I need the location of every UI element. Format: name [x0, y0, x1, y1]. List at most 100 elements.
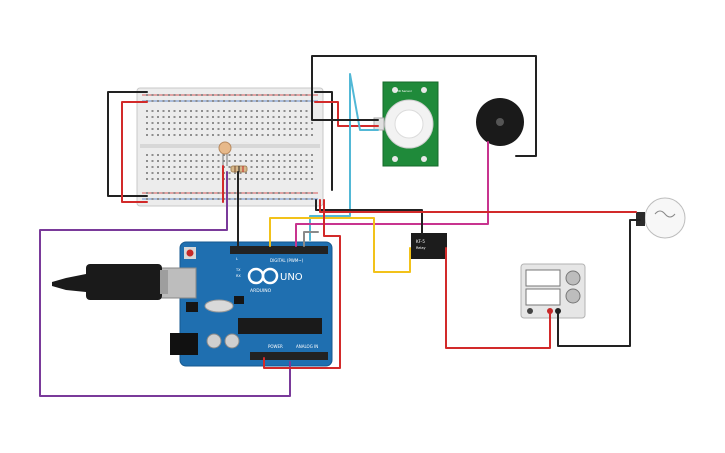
breadboard-hole: [278, 154, 280, 156]
breadboard-hole: [283, 116, 286, 118]
breadboard-hole: [245, 94, 247, 96]
breadboard-hole: [162, 178, 165, 180]
wire-magenta-buzzer[interactable]: [295, 141, 489, 247]
breadboard-hole: [179, 100, 181, 102]
breadboard-hole: [311, 198, 313, 200]
breadboard-hole: [289, 128, 291, 130]
wire-red-rail-left[interactable]: [121, 101, 148, 203]
breadboard-hole: [239, 134, 242, 136]
breadboard-hole: [201, 116, 203, 118]
breadboard-hole: [300, 172, 302, 174]
breadboard-hole: [157, 94, 159, 96]
breadboard-hole: [168, 128, 170, 130]
breadboard-hole: [162, 192, 165, 194]
breadboard-hole: [146, 178, 148, 180]
breadboard-hole: [184, 178, 187, 180]
light-bulb[interactable]: [636, 197, 686, 239]
wire-black-bulb-supply[interactable]: [557, 219, 641, 347]
breadboard-hole: [256, 192, 258, 194]
wire-black-relay-ground[interactable]: [315, 199, 423, 235]
power-supply[interactable]: [520, 263, 586, 319]
breadboard-hole: [250, 198, 253, 200]
wire-red-bulb[interactable]: [319, 199, 637, 213]
breadboard-hole: [283, 134, 286, 136]
breadboard-hole: [267, 116, 269, 118]
pir-sensor[interactable]: PIR Sensor: [373, 81, 439, 167]
breadboard-hole: [283, 192, 286, 194]
breadboard-hole: [245, 192, 247, 194]
breadboard-hole: [245, 154, 247, 156]
analog-label: ANALOG IN: [296, 344, 318, 349]
breadboard-hole: [305, 166, 308, 168]
breadboard-hole: [173, 198, 176, 200]
breadboard-hole: [179, 178, 181, 180]
breadboard-hole: [311, 154, 313, 156]
breadboard-hole: [294, 160, 297, 162]
breadboard-hole: [146, 172, 148, 174]
breadboard-hole: [162, 110, 165, 112]
breadboard-hole: [212, 192, 214, 194]
breadboard-hole: [267, 100, 269, 102]
breadboard-hole: [223, 122, 225, 124]
breadboard-hole: [278, 198, 280, 200]
photoresistor[interactable]: [218, 141, 232, 166]
wire-red-rail-right[interactable]: [314, 101, 379, 127]
breadboard-hole: [239, 178, 242, 180]
breadboard-hole: [151, 122, 154, 124]
breadboard-hole: [261, 192, 264, 194]
breadboard-hole: [184, 172, 187, 174]
breadboard-hole: [311, 134, 313, 136]
wire-cyan-pir-signal[interactable]: [309, 73, 379, 241]
usb-cable[interactable]: [52, 264, 168, 300]
breadboard-hole: [146, 154, 148, 156]
breadboard-hole: [195, 116, 198, 118]
arduino-uno[interactable]: UNO ARDUINO DIGITAL (PWM~) POWER ANALOG …: [159, 241, 333, 367]
breadboard-hole: [261, 94, 264, 96]
pir-label: PIR Sensor: [396, 89, 413, 93]
wire-red-arduino-power[interactable]: [263, 199, 341, 369]
breadboard-hole: [162, 134, 165, 136]
breadboard-hole: [245, 116, 247, 118]
relay[interactable]: KF-5 Relay: [411, 233, 447, 259]
breadboard-hole: [300, 154, 302, 156]
breadboard-hole: [261, 154, 264, 156]
breadboard-hole: [311, 160, 313, 162]
piezo-buzzer[interactable]: [476, 98, 524, 146]
wire-yellow-relay[interactable]: [269, 217, 411, 273]
resistor[interactable]: [230, 165, 248, 173]
breadboard-hole: [267, 178, 269, 180]
breadboard-hole: [305, 100, 308, 102]
tx-label: TX: [235, 268, 241, 272]
breadboard-hole: [190, 116, 192, 118]
breadboard-hole: [278, 160, 280, 162]
wire-purple-sensor[interactable]: [39, 171, 291, 397]
breadboard-hole: [151, 100, 154, 102]
breadboard-hole: [272, 192, 275, 194]
wire-black-rail-right[interactable]: [314, 91, 333, 191]
wire-black-rail-left[interactable]: [107, 91, 148, 197]
breadboard-hole: [256, 198, 258, 200]
breadboard-hole: [305, 94, 308, 96]
breadboard-hole: [179, 198, 181, 200]
wire-red-relay-supply[interactable]: [445, 247, 551, 349]
breadboard-hole: [217, 94, 220, 96]
breadboard-hole: [267, 134, 269, 136]
breadboard-hole: [267, 94, 269, 96]
wire-gray-short[interactable]: [303, 231, 319, 247]
wire-black-top-loop[interactable]: [311, 55, 537, 157]
breadboard-hole: [157, 192, 159, 194]
breadboard-hole: [162, 166, 165, 168]
breadboard-hole: [190, 172, 192, 174]
breadboard-hole: [168, 198, 170, 200]
breadboard-hole: [212, 154, 214, 156]
breadboard-hole: [256, 116, 258, 118]
breadboard-hole: [190, 166, 192, 168]
breadboard-hole: [190, 134, 192, 136]
breadboard-hole: [228, 94, 231, 96]
breadboard-hole: [272, 122, 275, 124]
breadboard-hole: [250, 116, 253, 118]
breadboard-hole: [206, 160, 209, 162]
digital-header-label: DIGITAL (PWM~): [270, 258, 304, 263]
breadboard-hole: [305, 198, 308, 200]
